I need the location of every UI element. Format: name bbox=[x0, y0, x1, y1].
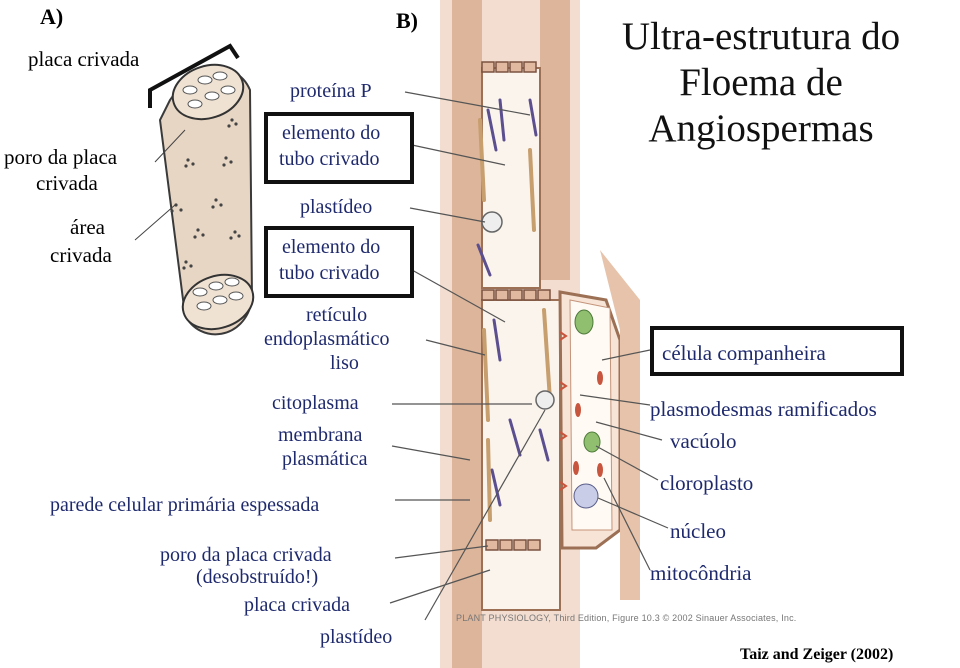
label-placa-crivada-b: placa crivada bbox=[244, 594, 351, 616]
label-poro-placa-a-1: poro da placa bbox=[4, 145, 118, 169]
label-celula-companheira: célula companheira bbox=[662, 341, 826, 365]
label-nucleo: núcleo bbox=[670, 519, 726, 543]
figure-caption: PLANT PHYSIOLOGY, Third Edition, Figure … bbox=[456, 613, 797, 623]
label-poro-placa-a-2: crivada bbox=[36, 171, 98, 195]
label-proteina-p: proteína P bbox=[290, 80, 372, 102]
title-line-2: Floema de bbox=[679, 61, 843, 104]
label-elemento-1-line2: tubo crivado bbox=[279, 148, 380, 170]
label-elemento-2-line2: tubo crivado bbox=[279, 262, 380, 284]
label-reticulo-line3: liso bbox=[330, 352, 359, 374]
label-poro-b-line2: (desobstruído!) bbox=[196, 566, 319, 588]
main-title: Ultra-estrutura do Floema de Angiosperma… bbox=[596, 14, 926, 152]
label-area-a-2: crivada bbox=[50, 243, 112, 267]
highlight-box-elemento-2 bbox=[264, 226, 414, 298]
highlight-box-celula bbox=[650, 326, 904, 376]
label-elemento-1-line1: elemento do bbox=[282, 122, 381, 144]
label-reticulo-line2: endoplasmático bbox=[264, 328, 390, 350]
label-poro-b-line1: poro da placa crivada bbox=[160, 544, 332, 566]
label-cloroplasto: cloroplasto bbox=[660, 471, 754, 495]
label-elemento-2-line1: elemento do bbox=[282, 236, 381, 258]
label-mitocondria: mitocôndria bbox=[650, 561, 752, 585]
credit-citation: Taiz and Zeiger (2002) bbox=[740, 646, 894, 663]
label-area-a-1: área bbox=[70, 215, 105, 239]
label-plasmodesmas: plasmodesmas ramificados bbox=[650, 397, 877, 421]
panel-a-tag: A) bbox=[40, 4, 64, 29]
label-placa-crivada-a: placa crivada bbox=[28, 47, 140, 71]
label-plastideo-top: plastídeo bbox=[300, 196, 373, 218]
leader-lines-left bbox=[389, 91, 546, 621]
label-vacuolo: vacúolo bbox=[670, 429, 737, 453]
highlight-box-elemento-1 bbox=[264, 112, 414, 184]
label-citoplasma: citoplasma bbox=[272, 392, 359, 414]
label-parede-celular: parede celular primária espessada bbox=[50, 494, 320, 516]
label-membrana-line1: membrana bbox=[278, 424, 363, 446]
label-plastideo-bottom: plastídeo bbox=[320, 626, 393, 648]
panel-b-tag: B) bbox=[396, 8, 418, 33]
title-line-3: Angiospermas bbox=[648, 107, 874, 150]
leader-lines-right bbox=[579, 349, 669, 571]
label-reticulo-line1: retículo bbox=[306, 304, 368, 326]
label-membrana-line2: plasmática bbox=[282, 448, 368, 470]
sieve-tube-element-illustration bbox=[134, 43, 255, 336]
title-line-1: Ultra-estrutura do bbox=[621, 15, 901, 58]
